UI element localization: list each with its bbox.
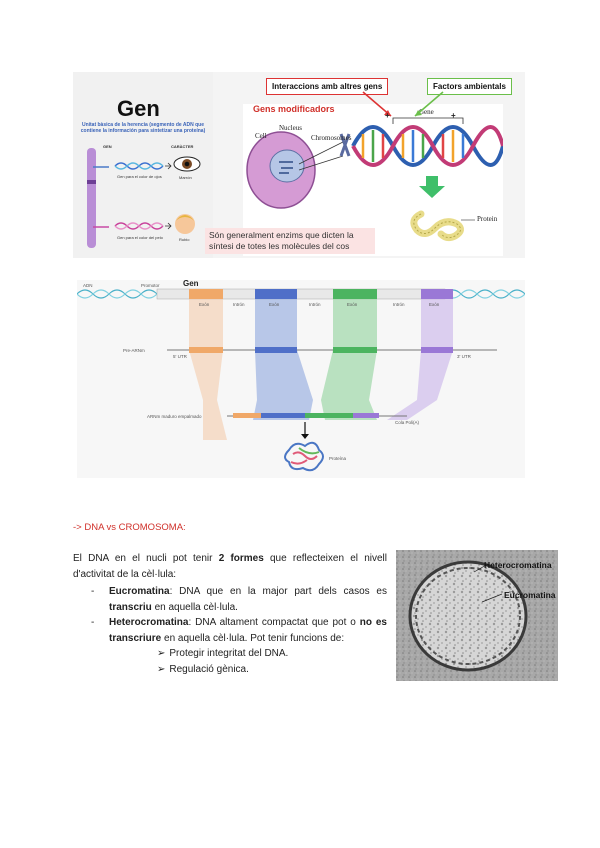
euchromatin-text-end: en aquella cèl·lula. bbox=[152, 602, 238, 613]
euchromatin-term: Eucromatina bbox=[109, 586, 170, 597]
dna-label: ADN bbox=[83, 283, 93, 288]
gene-label: Gen bbox=[183, 279, 199, 288]
heterochromatin-text-end: en aquella cèl·lula. Pot tenir funcions … bbox=[161, 633, 344, 644]
function-item: ➢ Regulació gènica. bbox=[73, 662, 387, 678]
arrow-bullet-icon: ➢ bbox=[157, 664, 165, 675]
splicing-diagram bbox=[77, 280, 525, 478]
utr3-label: 3' UTR bbox=[457, 354, 471, 359]
poly-a-label: Cola Poli(A) bbox=[395, 420, 419, 425]
euchromatin-item: - Eucromatina: DNA que en la major part d… bbox=[73, 584, 387, 615]
heterochromatin-text: : DNA altament compactat que pot o bbox=[188, 617, 359, 628]
modifier-genes-label: Gens modificadors bbox=[253, 104, 335, 114]
euchromatin-bold: transcriu bbox=[109, 602, 152, 613]
arrow-bullet-icon: ➢ bbox=[157, 648, 165, 659]
mature-mrna-label: ARNm maduro empalmado bbox=[147, 414, 202, 419]
dna-forms-text: El DNA en el nucli pot tenir 2 formes qu… bbox=[73, 551, 387, 677]
splicing-figure: ADN Promotor Gen Exón Intrón Exón Intrón… bbox=[77, 280, 525, 478]
heterochromatin-label: Heterocromatina bbox=[484, 560, 552, 570]
euchromatin-label: Eucromatina bbox=[504, 590, 556, 600]
heterochromatin-item: - Heterocromatina: DNA altament compactat… bbox=[73, 615, 387, 646]
plus-sign: + bbox=[451, 111, 456, 120]
intron-label: Intrón bbox=[233, 302, 245, 307]
bullet-dash: - bbox=[91, 584, 94, 600]
heterochromatin-term: Heterocromatina bbox=[109, 617, 188, 628]
gene-figure: Gen Unitat bàsica de la herencia (segmen… bbox=[73, 72, 525, 258]
micrograph-image: Heterocromatina Eucromatina bbox=[396, 550, 558, 681]
intro-bold: 2 formes bbox=[219, 553, 264, 564]
exon-label: Exón bbox=[199, 302, 209, 307]
promoter-label: Promotor bbox=[141, 283, 160, 288]
intro-text: El DNA en el nucli pot tenir bbox=[73, 553, 219, 564]
pre-mrna-label: Pre-ARNm bbox=[123, 348, 145, 353]
exon-label: Exón bbox=[347, 302, 357, 307]
intron-label: Intrón bbox=[309, 302, 321, 307]
plus-sign: + bbox=[385, 111, 390, 120]
exon-label: Exón bbox=[429, 302, 439, 307]
euchromatin-text: : DNA que en la major part dels casos es bbox=[170, 586, 387, 597]
intron-label: Intrón bbox=[393, 302, 405, 307]
function-text: Protegir integritat del DNA. bbox=[169, 648, 288, 659]
utr5-label: 5' UTR bbox=[173, 354, 187, 359]
section-heading: -> DNA vs CROMOSOMA: bbox=[73, 522, 186, 533]
enzyme-note: Són generalment enzims que dicten la sín… bbox=[205, 228, 375, 254]
intro-paragraph: El DNA en el nucli pot tenir 2 formes qu… bbox=[73, 551, 387, 582]
function-item: ➢ Protegir integritat del DNA. bbox=[73, 646, 387, 662]
protein-label: Proteína bbox=[329, 456, 346, 461]
exon-label: Exón bbox=[269, 302, 279, 307]
bullet-dash: - bbox=[91, 615, 94, 631]
function-text: Regulació gènica. bbox=[169, 664, 249, 675]
